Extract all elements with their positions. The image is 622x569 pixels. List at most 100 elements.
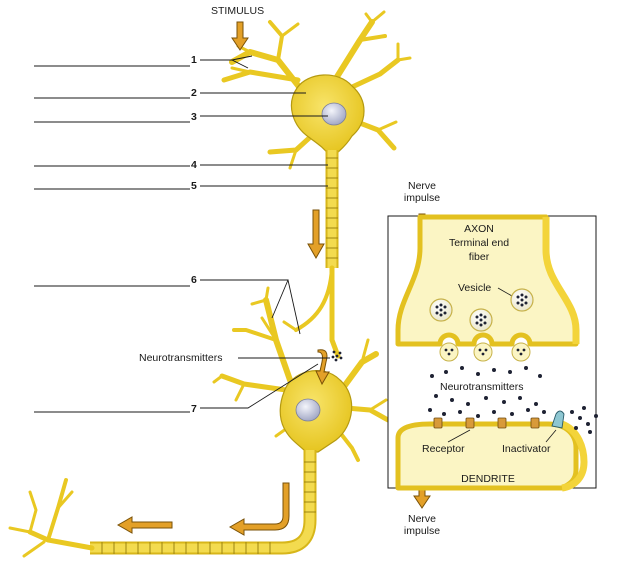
neurotransmitter-dot [460,366,464,370]
vesicle-dot [484,348,488,352]
neurotransmitter-dot [492,368,496,372]
neurotransmitter-dot [518,396,522,400]
neurotransmitter-dot [430,374,434,378]
vesicle-dot [520,303,524,307]
vesicle-dot [516,295,520,299]
vesicle-dot [520,298,524,302]
terminal-end-fiber-line1: Terminal end [449,237,509,249]
vesicle-label: Vesicle [458,282,491,294]
neurotransmitter-dot [442,412,446,416]
axon-down-arrow [307,209,325,260]
cleft-neurotransmitters [428,366,598,434]
neurotransmitter-dot [476,372,480,376]
neurotransmitter-dot [484,396,488,400]
neurotransmitter-dot [458,410,462,414]
neurotransmitter-dot [588,430,592,434]
neurotransmitter-dot [578,416,582,420]
neurotransmitter-dot [570,410,574,414]
neurotransmitter-dot [444,370,448,374]
myelinated-axon [282,150,341,359]
neurotransmitter-dot [339,356,343,360]
upper-neuron [221,10,412,170]
neurotransmitter-dot [450,398,454,402]
receptor [465,417,475,429]
vesicle-dot [475,315,479,319]
neurotransmitter-dot [338,351,342,355]
nerve-impulse-bottom-line2: impulse [404,525,440,537]
neurotransmitter-dot [476,414,480,418]
callout-5: 5 [191,180,197,192]
vesicle-dot [444,348,448,352]
neurotransmitter-dot [334,358,338,362]
vesicle-dot [520,293,524,297]
axon-title: AXON [464,223,494,235]
vesicle-dot [478,348,482,352]
vesicle [439,342,459,362]
vesicle-dot [439,308,443,312]
vesicle-dot [483,315,487,319]
callout-3: 3 [191,111,197,123]
neurotransmitter-dot [502,400,506,404]
vesicle-dot [516,348,520,352]
receptor [497,417,507,429]
vesicle-dot [443,305,447,309]
synapse-inset: Nerve impulse AXON Terminal end fiber Ve… [387,180,598,537]
left-arrow [116,516,173,534]
callout-2: 2 [191,87,197,99]
vesicle-dot [479,318,483,322]
neurotransmitter-dot [331,355,335,359]
callout-4: 4 [191,159,197,171]
neurotransmitters-left-label: Neurotransmitters [139,352,222,364]
dendrite-title: DENDRITE [461,473,515,485]
vesicle-dot [439,313,443,317]
terminal-end-fiber-line2: fiber [469,251,490,263]
vesicle-dot [483,321,487,325]
lower-neuron [8,286,391,558]
receptor [530,417,540,429]
callout-6: 6 [191,274,197,286]
vesicle-dot [524,295,528,299]
neurotransmitter-dot [428,408,432,412]
vesicle-dot [522,348,526,352]
vesicle-dot [519,352,523,356]
receptor [433,417,443,429]
nerve-impulse-top-line1: Nerve [408,180,436,192]
vesicle-dot [481,352,485,356]
vesicle-dot [450,348,454,352]
neurotransmitter-dot [574,426,578,430]
neurotransmitters-inset-label: Neurotransmitters [440,381,523,393]
nerve-impulse-bottom-line1: Nerve [408,513,436,525]
neurotransmitter-dot [524,366,528,370]
nerve-impulse-top-line2: impulse [404,192,440,204]
neurotransmitter-dot [466,402,470,406]
vesicle-dot [516,301,520,305]
receptors [433,417,540,429]
vesicle-dot [524,301,528,305]
inactivator [551,410,565,429]
neurotransmitter-dot [582,406,586,410]
callout-lines [34,55,330,413]
inactivator-label: Inactivator [502,443,551,455]
callout-7: 7 [191,403,197,415]
neurotransmitter-dot [335,354,339,358]
lower-nucleus [295,398,321,422]
vesicle-dot [435,311,439,315]
receptor-label: Receptor [422,443,465,455]
vesicle [511,342,531,362]
upper-nucleus [321,102,347,126]
neurotransmitter-dot [526,408,530,412]
stimulus-arrow [231,21,249,51]
vesicle [473,342,493,362]
neurotransmitter-dot [510,412,514,416]
neurotransmitter-dot [586,422,590,426]
j-shaped-arrow [228,482,290,536]
impulse-arrows [116,21,431,536]
neurotransmitter-dot [332,350,336,354]
neurotransmitter-dot [492,410,496,414]
neurotransmitter-dot [542,410,546,414]
neurotransmitter-dot [508,370,512,374]
callout-numbers: 1 2 3 4 5 6 7 [191,54,197,415]
vesicle-dot [439,303,443,307]
